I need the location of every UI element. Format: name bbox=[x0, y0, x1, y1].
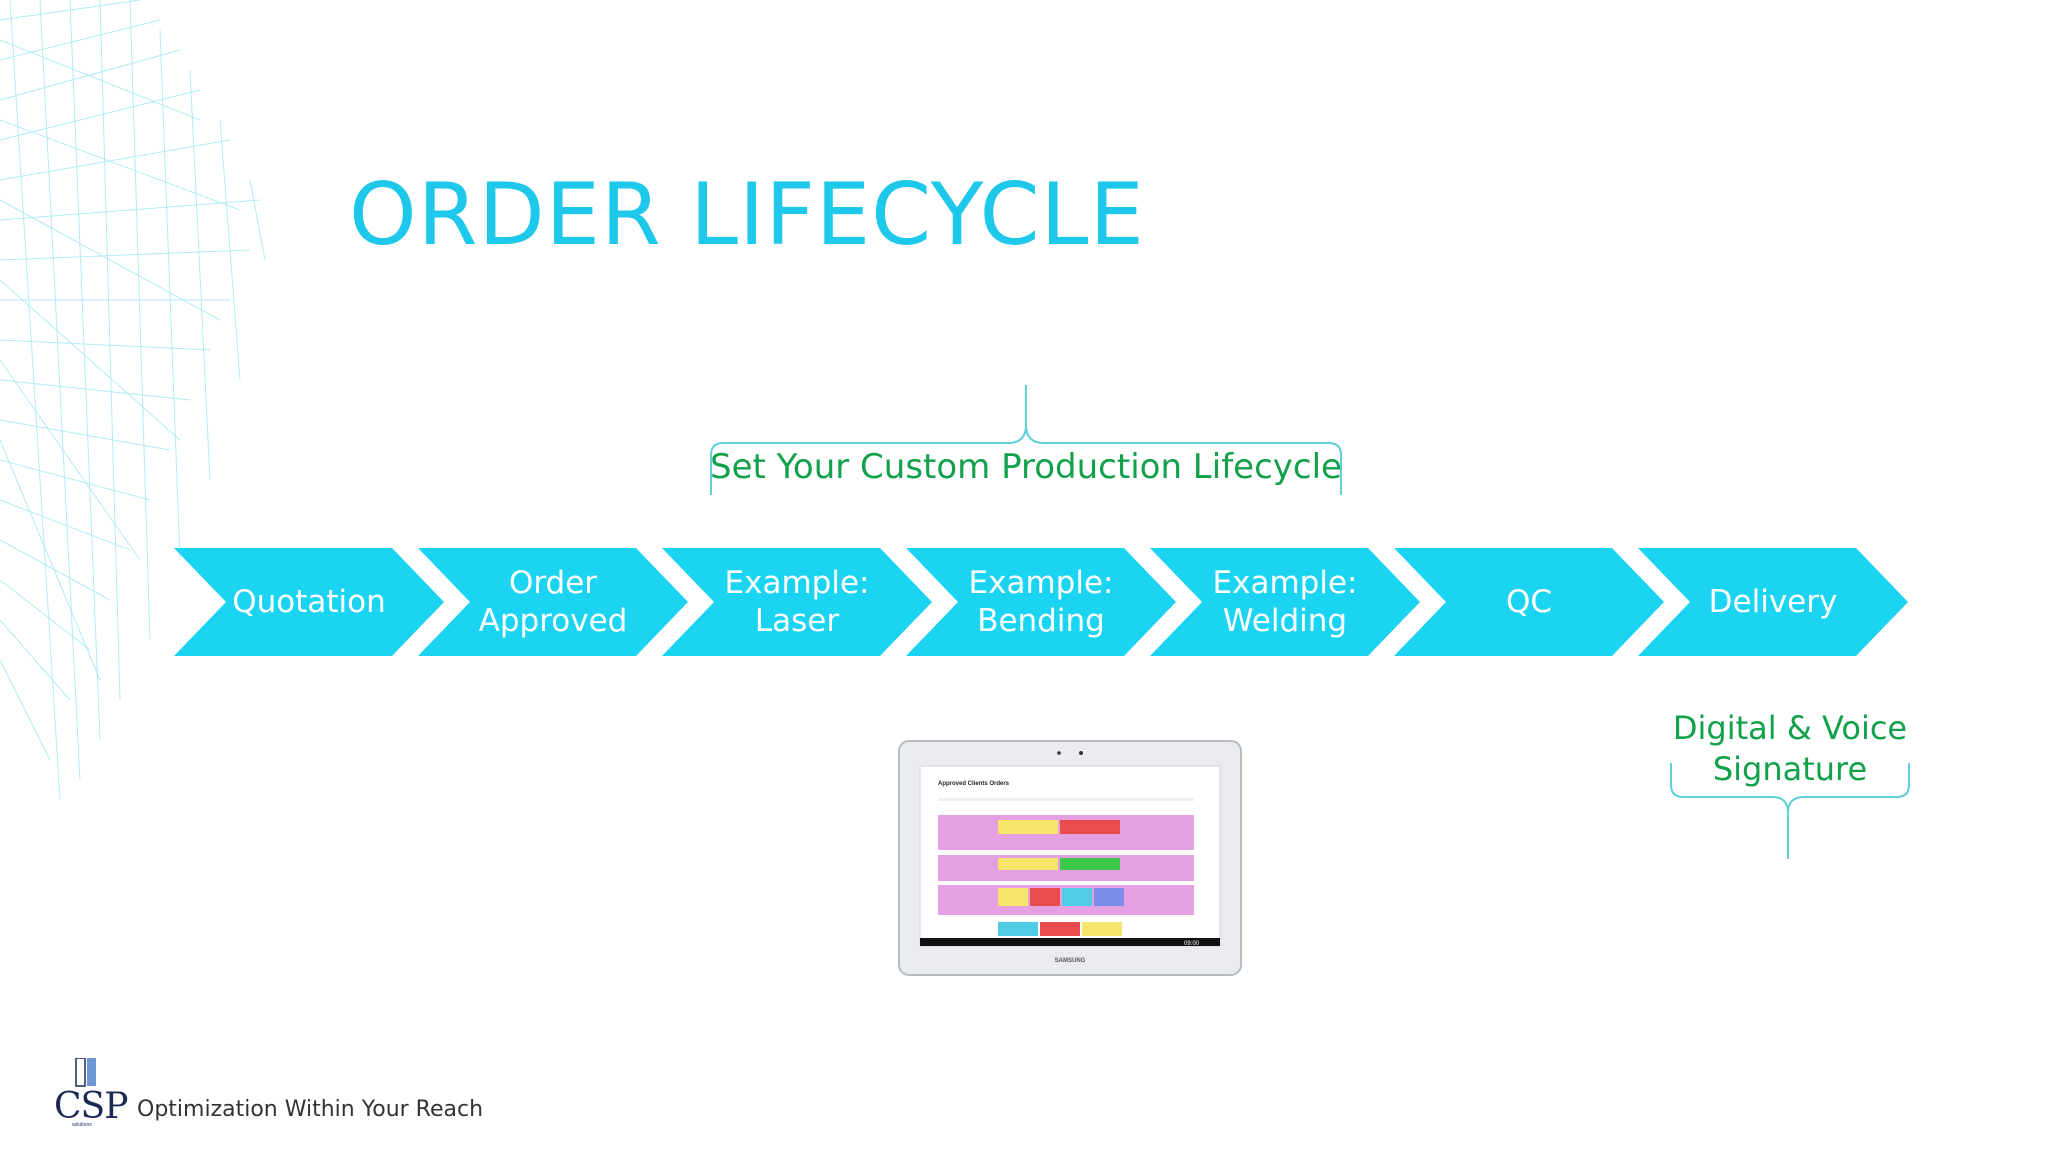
step-label: Example: Welding bbox=[1170, 548, 1400, 656]
chevron-step-qc: QC bbox=[1394, 548, 1664, 656]
tablet-brand: SAMSUNG bbox=[1055, 958, 1086, 964]
step-label: Delivery bbox=[1658, 548, 1888, 656]
chevron-step-quotation: Quotation bbox=[174, 548, 444, 656]
chevron-step-laser: Example: Laser bbox=[662, 548, 932, 656]
step-label: Example: Laser bbox=[682, 548, 912, 656]
tablet-screen-title: Approved Clients Orders bbox=[938, 781, 1010, 787]
tablet-device: Approved Clients Orders 09:00 SAMSUNG bbox=[898, 740, 1242, 976]
wireframe-decoration bbox=[0, 0, 280, 800]
step-label: Quotation bbox=[194, 548, 424, 656]
top-brace-label: Set Your Custom Production Lifecycle bbox=[708, 447, 1344, 487]
chevron-step-delivery: Delivery bbox=[1638, 548, 1908, 656]
process-chevrons: Quotation Order Approved Example: Laser … bbox=[174, 548, 1909, 656]
chevron-step-bending: Example: Bending bbox=[906, 548, 1176, 656]
slide-title: ORDER LIFECYCLE bbox=[349, 165, 1145, 265]
chevron-step-order-approved: Order Approved bbox=[418, 548, 688, 656]
step-label: Order Approved bbox=[438, 548, 668, 656]
tablet-clock: 09:00 bbox=[1184, 941, 1200, 947]
step-label: QC bbox=[1414, 548, 1644, 656]
footer-tagline: Optimization Within Your Reach bbox=[137, 1097, 483, 1122]
logo-text: CSP bbox=[54, 1086, 127, 1127]
bottom-curly-brace bbox=[1668, 755, 1912, 865]
chevron-step-welding: Example: Welding bbox=[1150, 548, 1420, 656]
step-label: Example: Bending bbox=[926, 548, 1156, 656]
